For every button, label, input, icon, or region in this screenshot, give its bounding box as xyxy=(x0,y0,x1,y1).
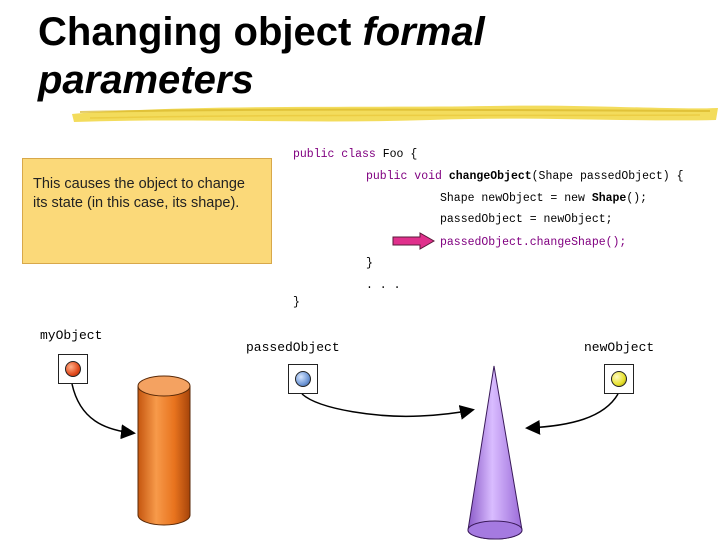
label-passed-object: passedObject xyxy=(246,340,340,355)
title-plain: Changing object xyxy=(38,10,362,54)
code-line-new-object: Shape newObject = new Shape(); xyxy=(440,192,647,206)
code-text: (Shape passedObject) { xyxy=(532,170,684,183)
reference-arrow xyxy=(302,394,472,416)
title-italic-1: formal xyxy=(362,10,484,54)
explanation-callout: This causes the object to change its sta… xyxy=(22,158,272,264)
code-line-close-class: } xyxy=(293,296,300,310)
code-keyword: public void xyxy=(366,170,442,183)
code-method-name: changeObject xyxy=(449,170,532,183)
code-line-ellipsis: . . . xyxy=(366,279,401,293)
code-text: Shape newObject = new xyxy=(440,192,592,205)
code-keyword: public class xyxy=(293,148,376,161)
code-line-change-shape: passedObject.changeShape(); xyxy=(440,236,626,250)
object-diagram xyxy=(0,360,720,540)
cone-shape xyxy=(468,366,522,539)
reference-arrow xyxy=(72,384,133,433)
label-my-object: myObject xyxy=(40,328,102,343)
code-text: Foo { xyxy=(376,148,417,161)
title-underline-brush xyxy=(70,100,720,130)
label-new-object: newObject xyxy=(584,340,654,355)
code-line-assign: passedObject = newObject; xyxy=(440,213,613,227)
cylinder-shape xyxy=(138,376,190,525)
code-text: (); xyxy=(626,192,647,205)
code-line-class: public class Foo { xyxy=(293,148,417,162)
slide-title: Changing object formal parameters xyxy=(38,8,485,104)
reference-arrow xyxy=(528,394,618,428)
code-class-name: Shape xyxy=(592,192,627,205)
code-line-method: public void changeObject(Shape passedObj… xyxy=(366,170,683,184)
right-arrow-icon xyxy=(392,232,436,250)
callout-text: This causes the object to change its sta… xyxy=(33,176,245,211)
title-italic-2: parameters xyxy=(38,58,254,102)
code-line-close-method: } xyxy=(366,257,373,271)
